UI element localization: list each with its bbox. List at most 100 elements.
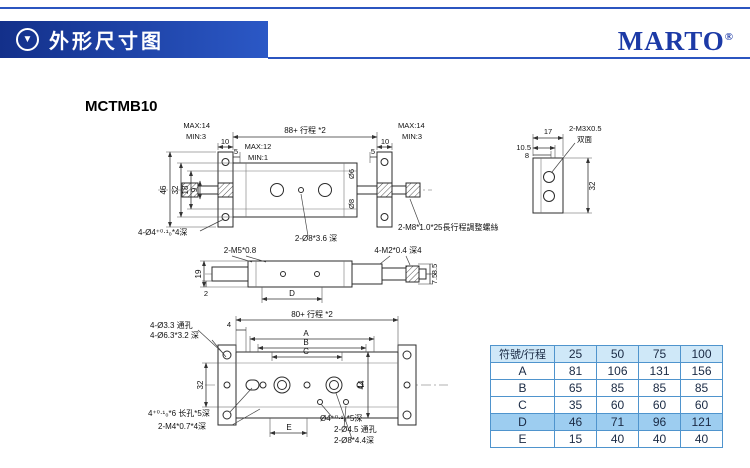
cylinder-body	[232, 162, 358, 218]
dim-B: B	[303, 338, 308, 347]
label-adjust-screw: 2-M8*1.0*25長行程調整螺絲	[398, 222, 498, 232]
table-cell: 71	[596, 413, 639, 431]
table-cell: 121	[680, 413, 723, 431]
top-rule	[0, 7, 750, 9]
dim-E: E	[286, 423, 291, 432]
table-cell: 81	[554, 362, 597, 380]
table-cell: 131	[638, 362, 681, 380]
dim-19: 19	[194, 269, 203, 278]
label-m4-thread: 2-M4*0.7*4深	[158, 422, 206, 431]
row-label: E	[490, 430, 555, 448]
table-cell: 40	[596, 430, 639, 448]
dim-8-5: 8.5	[430, 264, 439, 274]
front-view: 88+ 行程 *2 MAX:14 MIN:3 10 5 MAX:12 MIN:1…	[138, 121, 498, 243]
label-m3-thread: 2-M3X0.5	[569, 124, 602, 133]
col-header-50: 50	[596, 345, 639, 363]
label-hole-2xdia8: 2-Ø8*3.6 深	[295, 234, 337, 243]
dim-17: 17	[544, 127, 552, 136]
table-cell: 106	[596, 362, 639, 380]
table-cell: 46	[554, 413, 597, 431]
row-label: A	[490, 362, 555, 380]
dim-10-right: 10	[381, 137, 389, 146]
dim-stroke-88: 88+ 行程 *2	[284, 125, 326, 135]
col-header-75: 75	[638, 345, 681, 363]
slot-hole	[245, 379, 260, 391]
label-slot: 4⁺⁰·¹₀*6 长孔*5深	[148, 408, 210, 418]
section-title: 外形尺寸图	[49, 31, 164, 53]
table-cell: 65	[554, 379, 597, 397]
table-cell: 85	[596, 379, 639, 397]
brand-name: MARTO	[617, 26, 725, 56]
table-cell: 35	[554, 396, 597, 414]
row-label: C	[490, 396, 555, 414]
dim-min3-right: MIN:3	[402, 132, 422, 141]
dim-min3-left: MIN:3	[186, 132, 206, 141]
label-hole-dia33: 4-Ø3.3 通孔	[150, 320, 193, 330]
col-header-100: 100	[680, 345, 723, 363]
dim-D: D	[289, 289, 295, 298]
table-cell: 60	[596, 396, 639, 414]
label-m2-thread: 4-M2*0.4 深4	[374, 246, 422, 255]
table-row-B: B 65 85 85 85	[490, 379, 723, 397]
label-hole-dia45: 2-Ø4.5 通孔	[334, 424, 377, 434]
dim-max14-right: MAX:14	[398, 121, 425, 130]
table-cell: 40	[680, 430, 723, 448]
dim-7-5: 7.5	[430, 274, 439, 284]
dim-max12: MAX:12	[245, 142, 272, 151]
registered-mark: ®	[724, 31, 734, 43]
col-header-symbol-stroke: 符號/行程	[490, 345, 555, 363]
dim-C: C	[303, 347, 309, 356]
side-view: 17 10.5 8 2-M3X0.5 双面 32	[516, 124, 602, 214]
table-cell: 15	[554, 430, 597, 448]
dim-min1: MIN:1	[248, 153, 268, 162]
table-cell: 85	[638, 379, 681, 397]
dim-5-left: 5	[234, 147, 238, 156]
profile-body	[247, 260, 353, 288]
dim-2: 2	[204, 289, 208, 298]
dim-9: 9	[190, 187, 199, 192]
label-hole-dia84: 2-Ø8*4.4深	[334, 436, 374, 445]
dim-32-plan: 32	[196, 380, 205, 389]
table-header-row: 符號/行程 25 50 75 100	[490, 345, 723, 363]
row-label: B	[490, 379, 555, 397]
dim-32-front: 32	[171, 185, 180, 194]
profile-view: 2-M5*0.8 4-M2*0.4 深4 19 2 D 8.5 7.5	[194, 246, 439, 303]
table-cell: 85	[680, 379, 723, 397]
dim-8: 8	[525, 151, 529, 160]
header-rule	[268, 57, 750, 59]
dim-32-side: 32	[588, 181, 597, 190]
dim-10-5: 10.5	[516, 143, 531, 152]
dim-18: 18	[181, 185, 190, 194]
dim-44: 44	[357, 380, 366, 389]
table-cell: 156	[680, 362, 723, 380]
dim-dia8: Ø8	[347, 199, 356, 209]
table-row-A: A 81 106 131 156	[490, 362, 723, 380]
brand-logo: MARTO®	[618, 26, 734, 57]
dim-5-right: 5	[371, 147, 375, 156]
model-number: MCTMB10	[85, 98, 158, 115]
table-cell: 60	[680, 396, 723, 414]
dim-dia6: Ø6	[347, 169, 356, 179]
right-rod-nut	[405, 182, 421, 198]
dim-46: 46	[159, 185, 168, 194]
plan-view: 80+ 行程 *2 4 A B C 4-Ø3.3 通孔 4-Ø6.3*3.2 深…	[148, 309, 448, 445]
table-cell: 96	[638, 413, 681, 431]
table-cell: 40	[638, 430, 681, 448]
table-row-C: C 35 60 60 60	[490, 396, 723, 414]
dim-4: 4	[227, 320, 231, 329]
table-row-E: E 15 40 40 40	[490, 430, 723, 448]
table-cell: 60	[638, 396, 681, 414]
dim-max14-left: MAX:14	[183, 121, 210, 130]
label-hole-4xdia4: 4-Ø4⁺⁰·¹₀*4深	[138, 228, 187, 237]
triangle-down-icon: ▼	[16, 28, 39, 51]
label-both-sides: 双面	[577, 135, 592, 144]
label-m5-port: 2-M5*0.8	[224, 246, 257, 255]
dim-stroke-80: 80+ 行程 *2	[291, 309, 333, 319]
label-hole-dia4: Ø4⁺⁰·¹₀*5深	[320, 414, 362, 423]
row-label: D	[490, 413, 555, 431]
side-plate	[532, 157, 564, 214]
section-header: ▼ 外形尺寸图	[0, 21, 268, 58]
dim-10-left: 10	[221, 137, 229, 146]
dim-A: A	[303, 329, 309, 338]
